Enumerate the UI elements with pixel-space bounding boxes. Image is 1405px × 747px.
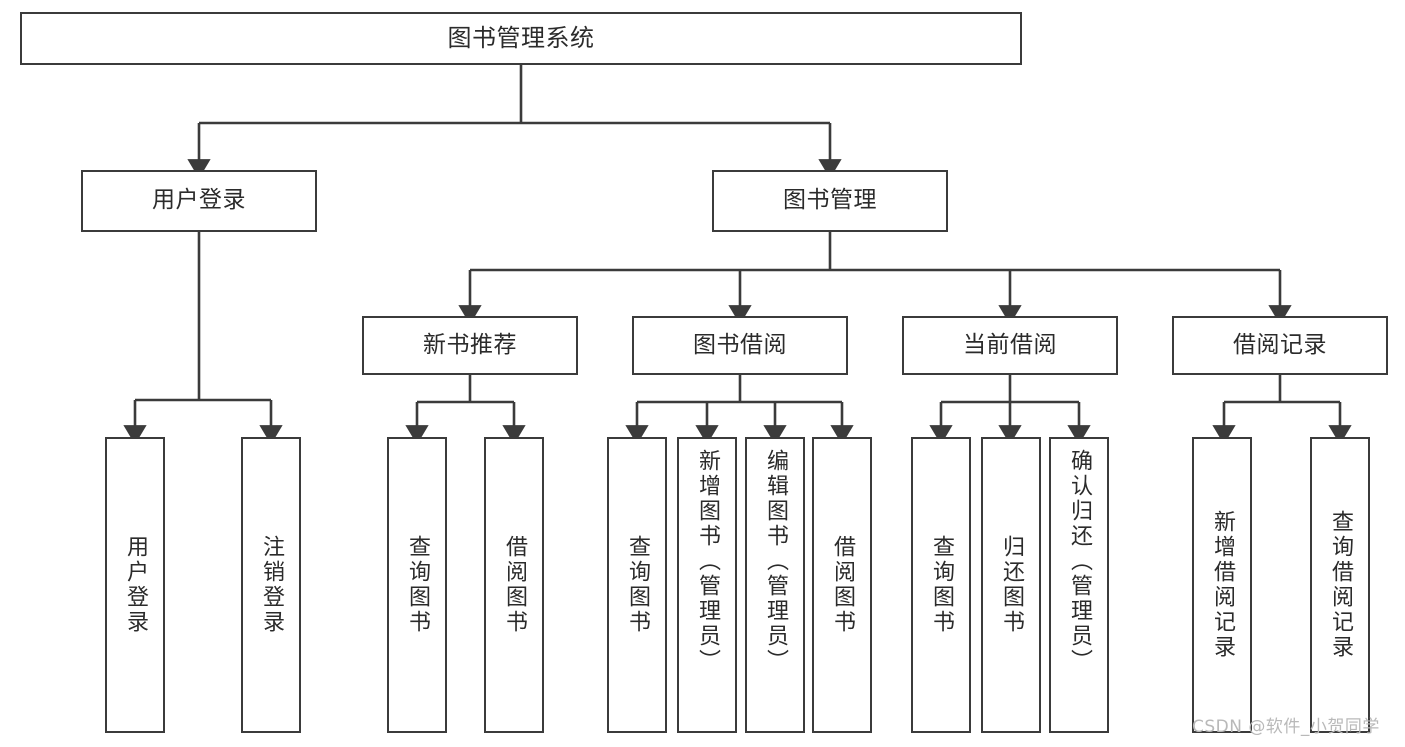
node-book-borrowing[interactable]: 图书借阅 — [632, 316, 848, 375]
node-label: 新增借阅记录 — [1210, 510, 1235, 660]
node-label: 查询图书 — [929, 535, 954, 635]
node-label: 用户登录 — [152, 187, 246, 214]
leaf-add-borrow-record[interactable]: 新增借阅记录 — [1192, 437, 1252, 733]
node-label: 确认归还（管理员） — [1067, 449, 1092, 674]
leaf-borrow-book-recommend[interactable]: 借阅图书 — [484, 437, 544, 733]
node-new-book-recommendation[interactable]: 新书推荐 — [362, 316, 578, 375]
node-current-borrowing[interactable]: 当前借阅 — [902, 316, 1118, 375]
node-label: 归还图书 — [999, 535, 1024, 635]
leaf-edit-book-admin[interactable]: 编辑图书（管理员） — [745, 437, 805, 733]
leaf-user-login[interactable]: 用户登录 — [105, 437, 165, 733]
node-label: 新书推荐 — [423, 331, 517, 358]
leaf-return-book[interactable]: 归还图书 — [981, 437, 1041, 733]
node-book-management[interactable]: 图书管理 — [712, 170, 948, 232]
node-label: 查询图书 — [405, 535, 430, 635]
leaf-query-borrow-record[interactable]: 查询借阅记录 — [1310, 437, 1370, 733]
node-borrowing-record[interactable]: 借阅记录 — [1172, 316, 1388, 375]
node-book-management-system[interactable]: 图书管理系统 — [20, 12, 1022, 65]
leaf-confirm-return-admin[interactable]: 确认归还（管理员） — [1049, 437, 1109, 733]
leaf-query-book-recommend[interactable]: 查询图书 — [387, 437, 447, 733]
leaf-logout[interactable]: 注销登录 — [241, 437, 301, 733]
node-label: 图书管理系统 — [447, 24, 595, 53]
node-label: 查询图书 — [625, 535, 650, 635]
node-label: 图书管理 — [783, 187, 877, 214]
leaf-query-book-borrow[interactable]: 查询图书 — [607, 437, 667, 733]
node-label: 编辑图书（管理员） — [763, 449, 788, 674]
csdn-watermark: CSDN @软件_小贺同学 — [1192, 717, 1380, 737]
leaf-borrow-book[interactable]: 借阅图书 — [812, 437, 872, 733]
node-label: 借阅图书 — [830, 535, 855, 635]
node-label: 图书借阅 — [693, 331, 787, 358]
node-label: 用户登录 — [123, 535, 148, 635]
node-user-login[interactable]: 用户登录 — [81, 170, 317, 232]
node-label: 当前借阅 — [963, 331, 1057, 358]
leaf-add-book-admin[interactable]: 新增图书（管理员） — [677, 437, 737, 733]
node-label: 借阅图书 — [502, 535, 527, 635]
node-label: 借阅记录 — [1233, 331, 1327, 358]
node-label: 查询借阅记录 — [1328, 510, 1353, 660]
node-label: 新增图书（管理员） — [695, 449, 720, 674]
leaf-query-book-current[interactable]: 查询图书 — [911, 437, 971, 733]
node-label: 注销登录 — [259, 535, 284, 635]
